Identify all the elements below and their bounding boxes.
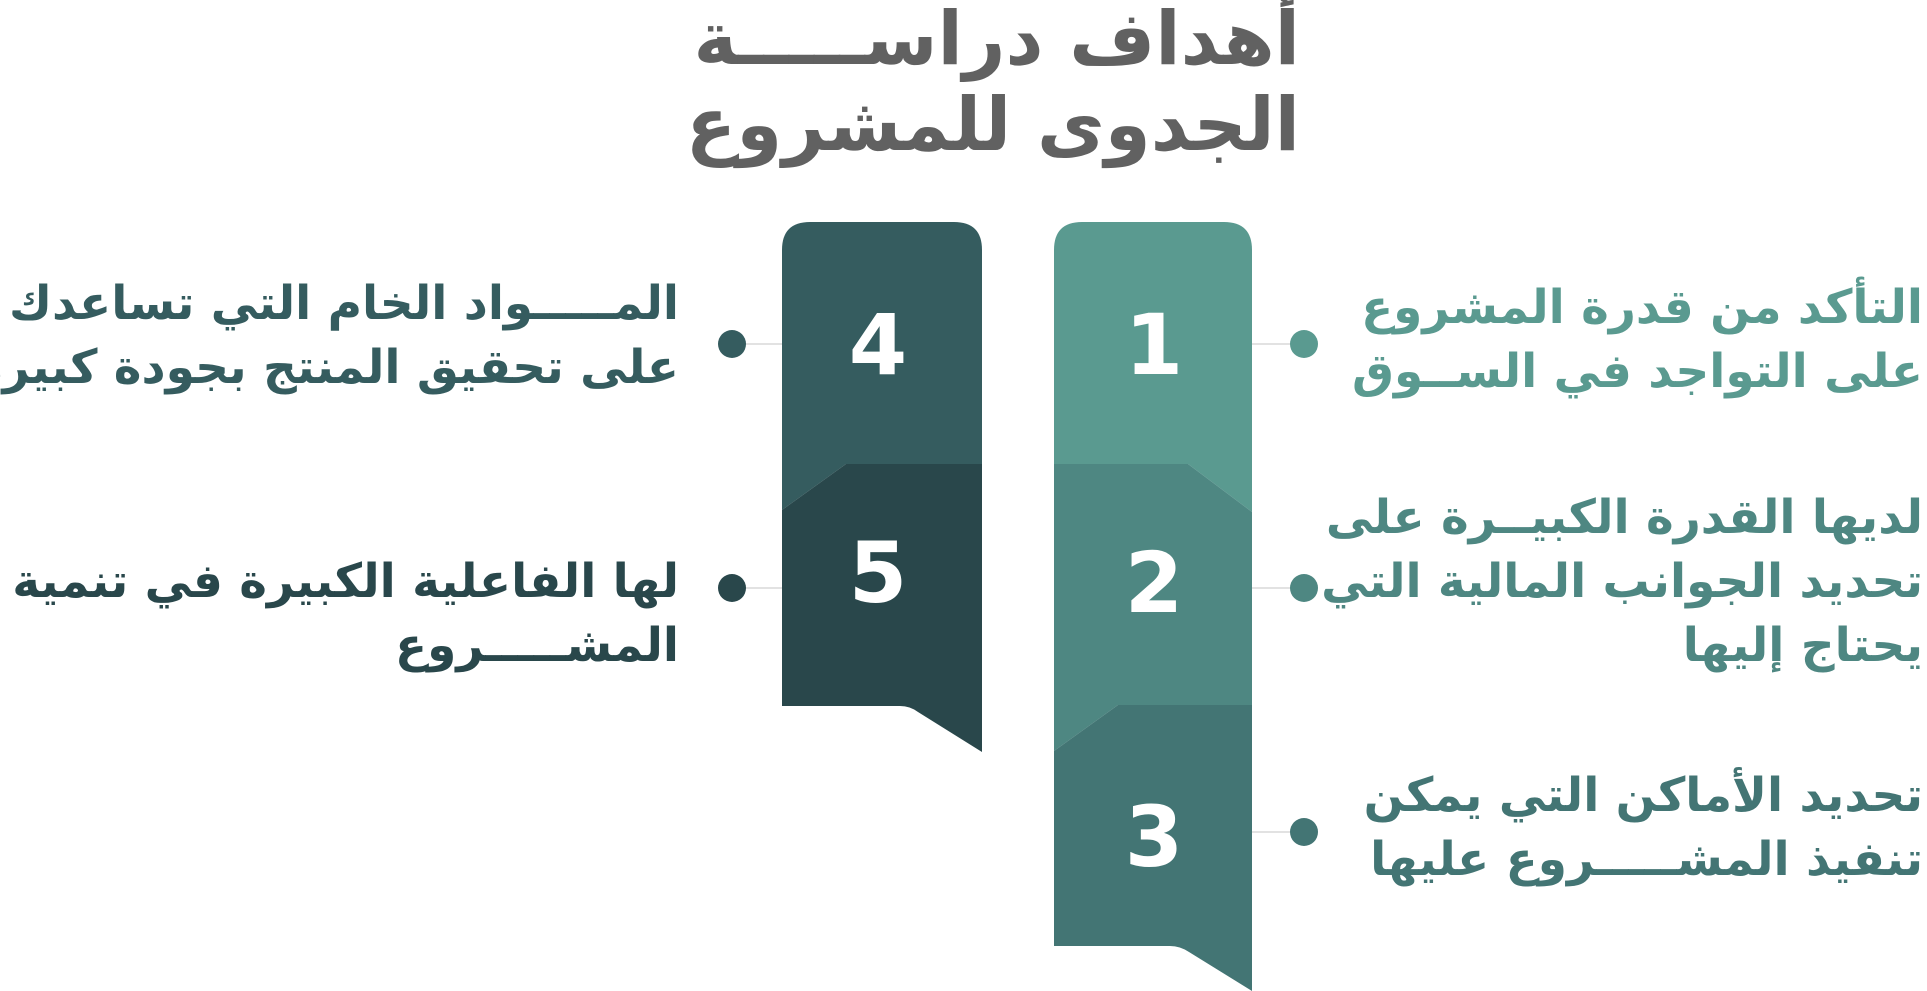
goal-item-5-line-1: لها الفاعلية الكبيرة في تنمية: [12, 554, 679, 609]
connectors: [718, 330, 1318, 846]
right-ribbon: [1054, 222, 1252, 991]
title-line-1: أهداف دراســـــة: [693, 0, 1300, 82]
connector-dot-5: [718, 574, 746, 602]
connector-dot-4: [718, 330, 746, 358]
connector-dot-3: [1290, 818, 1318, 846]
goal-item-3: تحديد الأماكن التي يمكن تنفيذ المشـــــر…: [1364, 764, 1923, 892]
connector-dot-2: [1290, 574, 1318, 602]
ribbon-number-3: 3: [1125, 788, 1183, 886]
title-line-2: الجدوى للمشروع: [685, 82, 1300, 168]
goal-item-4-line-1: المـــــواد الخام التي تساعدك: [8, 276, 679, 331]
ribbon-number-4: 4: [849, 296, 907, 394]
ribbon-number-1: 1: [1125, 296, 1183, 394]
goal-item-3-line-1: تحديد الأماكن التي يمكن: [1363, 768, 1923, 823]
ribbon-segment-1: [1054, 222, 1252, 512]
ribbon-segment-2: [1054, 464, 1252, 751]
connector-dot-1: [1290, 330, 1318, 358]
goal-item-5: لها الفاعلية الكبيرة في تنمية المشـــــر…: [12, 550, 679, 678]
goal-item-4: المـــــواد الخام التي تساعدك على تحقيق …: [0, 272, 679, 400]
ribbon-segment-5: [782, 464, 982, 752]
goal-item-4-line-2: على تحقيق المنتج بجودة كبيرة: [0, 340, 679, 395]
goal-item-2: لديها القدرة الكبيــرة على تحديد الجوانب…: [1321, 486, 1923, 678]
ribbon-segment-4: [782, 222, 982, 510]
ribbon-segment-3: [1054, 705, 1252, 991]
goal-item-5-line-2: المشـــــروع: [395, 618, 679, 673]
left-ribbon: [782, 222, 982, 752]
goal-item-2-line-3: يحتاج إليها: [1682, 618, 1923, 673]
goal-item-3-line-2: تنفيذ المشـــــروع عليها: [1370, 832, 1923, 887]
ribbon-number-5: 5: [849, 524, 907, 622]
ribbon-number-2: 2: [1125, 534, 1183, 632]
goal-item-2-line-1: لديها القدرة الكبيــرة على: [1325, 490, 1923, 545]
page-title: أهداف دراســـــة الجدوى للمشروع: [620, 0, 1300, 168]
goal-item-1-line-1: التأكد من قدرة المشروع: [1361, 280, 1923, 335]
goal-item-1-line-2: على التواجد في الســوق: [1352, 344, 1923, 399]
goal-item-1: التأكد من قدرة المشروع على التواجد في ال…: [1352, 276, 1923, 404]
goal-item-2-line-2: تحديد الجوانب المالية التي: [1321, 554, 1923, 609]
